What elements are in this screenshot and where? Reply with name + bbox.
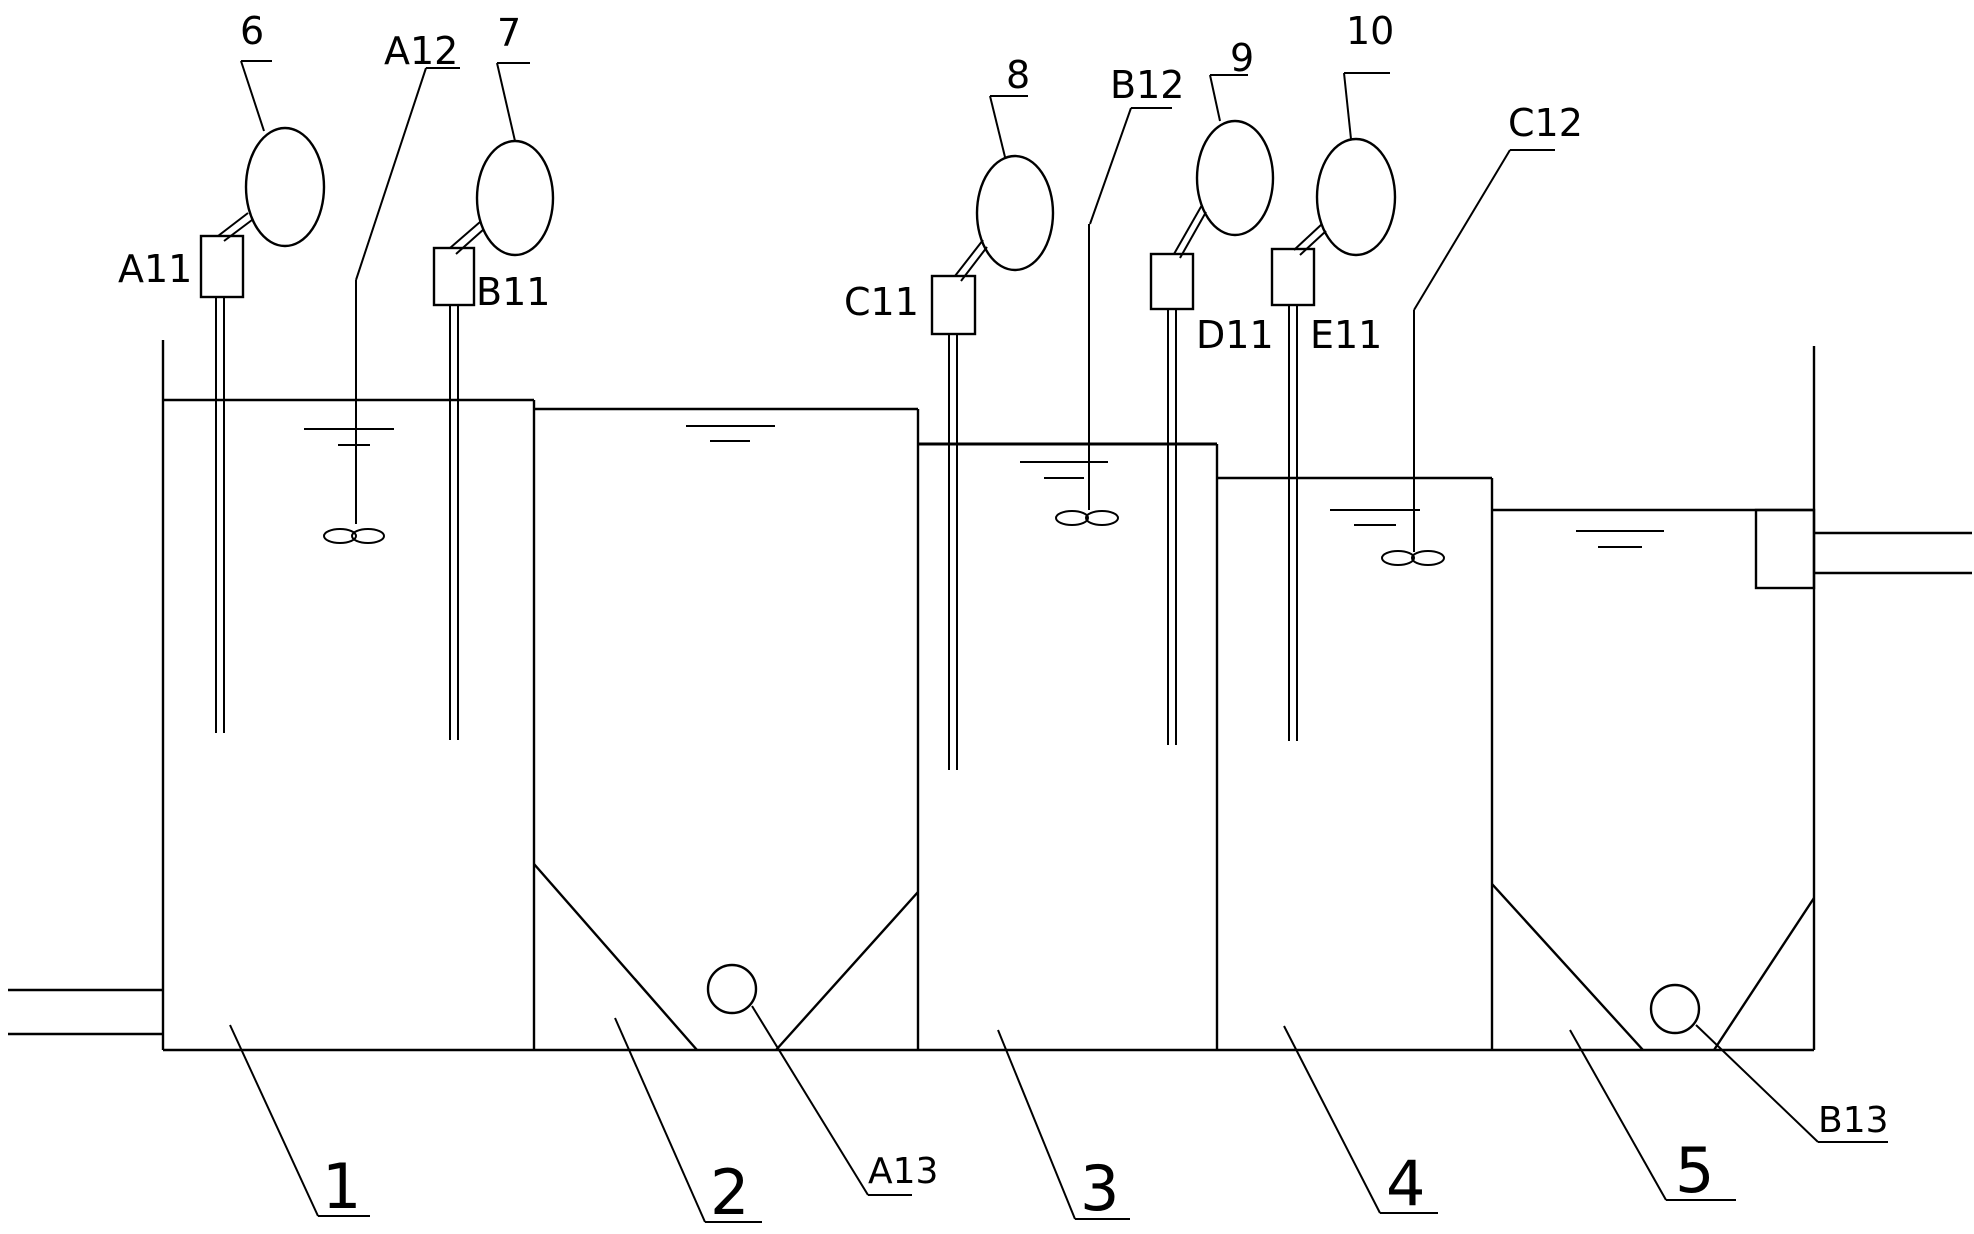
dosing-tank-7 — [475, 139, 555, 257]
stirrer-b12-shaft — [1055, 224, 1119, 526]
dosing-unit-6 — [199, 126, 326, 733]
leader-lines — [229, 60, 1888, 1223]
label-tank-5: 5 — [1675, 1134, 1714, 1207]
stirrer-c12-impeller — [1381, 550, 1415, 566]
dosing-unit-7 — [432, 139, 555, 740]
label-tank-3: 3 — [1080, 1152, 1119, 1225]
label-c11: C11 — [844, 280, 919, 324]
inlet-pipe — [8, 988, 163, 1036]
dosing-unit-9 — [1149, 119, 1275, 745]
label-7: 7 — [497, 11, 521, 55]
label-8: 8 — [1006, 53, 1030, 97]
water-level-tank-4 — [1330, 509, 1420, 526]
dosing-tank-10 — [1315, 137, 1397, 257]
tank-4-wall — [1217, 476, 1494, 1050]
label-b11: B11 — [476, 270, 550, 314]
dosing-pump-e11 — [1270, 247, 1316, 307]
label-a12: A12 — [384, 29, 458, 73]
stirrer-c12-shaft — [1381, 310, 1445, 566]
label-tank-2: 2 — [710, 1156, 749, 1229]
label-a13: A13 — [868, 1151, 938, 1192]
overflow-weir — [1754, 508, 1816, 590]
label-c12: C12 — [1508, 101, 1583, 145]
label-10: 10 — [1346, 9, 1394, 53]
dosing-unit-10 — [1270, 137, 1397, 741]
label-d11: D11 — [1196, 313, 1274, 357]
dosing-pump-d11 — [1149, 252, 1195, 311]
label-a11: A11 — [118, 247, 192, 291]
outlet-pipe — [1814, 531, 1972, 575]
label-e11: E11 — [1310, 313, 1382, 357]
water-level-tank-3 — [1020, 461, 1108, 479]
dosing-tank-6 — [244, 126, 326, 248]
label-tank-4: 4 — [1386, 1147, 1425, 1220]
dosing-pump-c11 — [930, 274, 977, 336]
dosing-tank-9 — [1195, 119, 1275, 237]
dosing-pump-b11 — [432, 246, 476, 307]
water-level-tank-5 — [1576, 530, 1664, 548]
dosing-tank-8 — [975, 154, 1055, 272]
stirrer-a12-shaft — [304, 280, 394, 544]
water-level-tank-2 — [686, 425, 775, 442]
label-6: 6 — [240, 9, 264, 53]
stirrer-a12-impeller — [323, 528, 357, 544]
tank-2-wall — [533, 407, 920, 1051]
stirrer-b12-impeller — [1055, 510, 1089, 526]
sludge-outlet-a13 — [706, 963, 758, 1015]
label-tank-1: 1 — [322, 1150, 361, 1223]
dosing-pump-a11 — [199, 234, 245, 299]
label-b13: B13 — [1818, 1100, 1889, 1141]
tank-3-wall — [918, 442, 1219, 1050]
tank-5-wall — [1491, 346, 1816, 1051]
label-9: 9 — [1230, 36, 1254, 80]
label-b12: B12 — [1110, 63, 1184, 107]
tank-1-wall — [161, 340, 536, 1050]
dosing-unit-8 — [930, 154, 1055, 770]
sludge-outlet-b13 — [1649, 983, 1701, 1035]
